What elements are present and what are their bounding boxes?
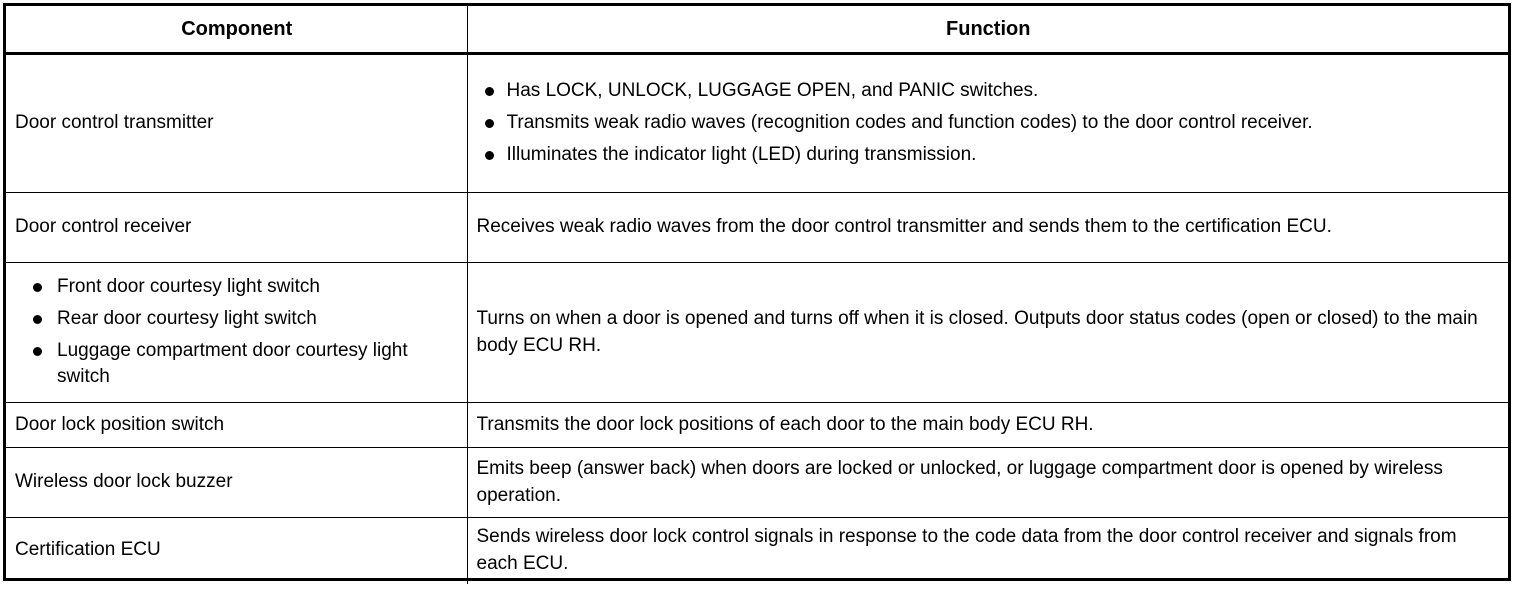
list-item: Has LOCK, UNLOCK, LUGGAGE OPEN, and PANI… xyxy=(477,78,1501,105)
table-row: Front door courtesy light switch Rear do… xyxy=(6,262,1508,403)
component-label: Certification ECU xyxy=(15,539,161,561)
function-cell: Transmits the door lock positions of eac… xyxy=(466,402,1508,448)
component-label: Door control transmitter xyxy=(15,112,214,134)
function-cell: Receives weak radio waves from the door … xyxy=(466,192,1508,263)
column-header-function: Function xyxy=(466,6,1508,55)
component-cell: Door control receiver xyxy=(6,192,468,263)
spec-table-container: Component Function Door control transmit… xyxy=(3,3,1511,584)
bullet-icon xyxy=(33,346,42,356)
table-row: Door control receiver Receives weak radi… xyxy=(6,192,1508,263)
list-item: Illuminates the indicator light (LED) du… xyxy=(477,142,1501,169)
function-text: Turns on when a door is opened and turns… xyxy=(476,307,1478,356)
list-item-label: Illuminates the indicator light (LED) du… xyxy=(506,143,977,165)
list-item-label: Front door courtesy light switch xyxy=(57,275,320,297)
bullet-icon xyxy=(484,87,494,97)
component-cell: Certification ECU xyxy=(6,517,468,584)
function-cell: Emits beep (answer back) when doors are … xyxy=(466,447,1508,518)
table-row: Door control transmitter Has LOCK, UNLOC… xyxy=(6,53,1508,193)
table-body: Door control transmitter Has LOCK, UNLOC… xyxy=(6,53,1508,584)
column-header-component: Component xyxy=(6,6,468,55)
component-cell: Door lock position switch xyxy=(6,402,468,448)
component-label: Door control receiver xyxy=(15,216,192,238)
list-item: Front door courtesy light switch xyxy=(15,274,459,301)
function-text: Receives weak radio waves from the door … xyxy=(476,216,1332,238)
component-function-table: Component Function Door control transmit… xyxy=(6,6,1508,584)
component-cell: Front door courtesy light switch Rear do… xyxy=(6,262,468,403)
list-item-label: Luggage compartment door courtesy light … xyxy=(57,339,408,388)
function-bullet-list: Has LOCK, UNLOCK, LUGGAGE OPEN, and PANI… xyxy=(477,78,1501,169)
component-bullet-list: Front door courtesy light switch Rear do… xyxy=(15,274,459,392)
list-item-label: Has LOCK, UNLOCK, LUGGAGE OPEN, and PANI… xyxy=(506,80,1039,102)
function-text: Transmits the door lock positions of eac… xyxy=(476,413,1094,435)
function-cell: Turns on when a door is opened and turns… xyxy=(466,262,1508,403)
bullet-icon xyxy=(484,150,494,160)
component-label: Door lock position switch xyxy=(15,413,225,435)
table-row: Door lock position switch Transmits the … xyxy=(6,402,1508,448)
list-item-label: Transmits weak radio waves (recognition … xyxy=(506,112,1313,134)
header-row: Component Function xyxy=(6,6,1508,55)
list-item: Luggage compartment door courtesy light … xyxy=(15,338,459,392)
table-row: Certification ECU Sends wireless door lo… xyxy=(6,517,1508,584)
table-header: Component Function xyxy=(6,6,1508,55)
component-label: Wireless door lock buzzer xyxy=(15,471,233,493)
component-cell: Door control transmitter xyxy=(6,53,468,193)
function-cell: Sends wireless door lock control signals… xyxy=(466,517,1508,584)
list-item-label: Rear door courtesy light switch xyxy=(57,307,317,329)
bullet-icon xyxy=(33,314,42,324)
table-row: Wireless door lock buzzer Emits beep (an… xyxy=(6,447,1508,518)
function-text: Sends wireless door lock control signals… xyxy=(476,525,1457,574)
list-item: Rear door courtesy light switch xyxy=(15,306,459,333)
list-item: Transmits weak radio waves (recognition … xyxy=(477,110,1501,137)
component-cell: Wireless door lock buzzer xyxy=(6,447,468,518)
bullet-icon xyxy=(33,282,42,292)
function-text: Emits beep (answer back) when doors are … xyxy=(476,457,1443,506)
bullet-icon xyxy=(484,119,494,129)
function-cell: Has LOCK, UNLOCK, LUGGAGE OPEN, and PANI… xyxy=(466,53,1508,193)
